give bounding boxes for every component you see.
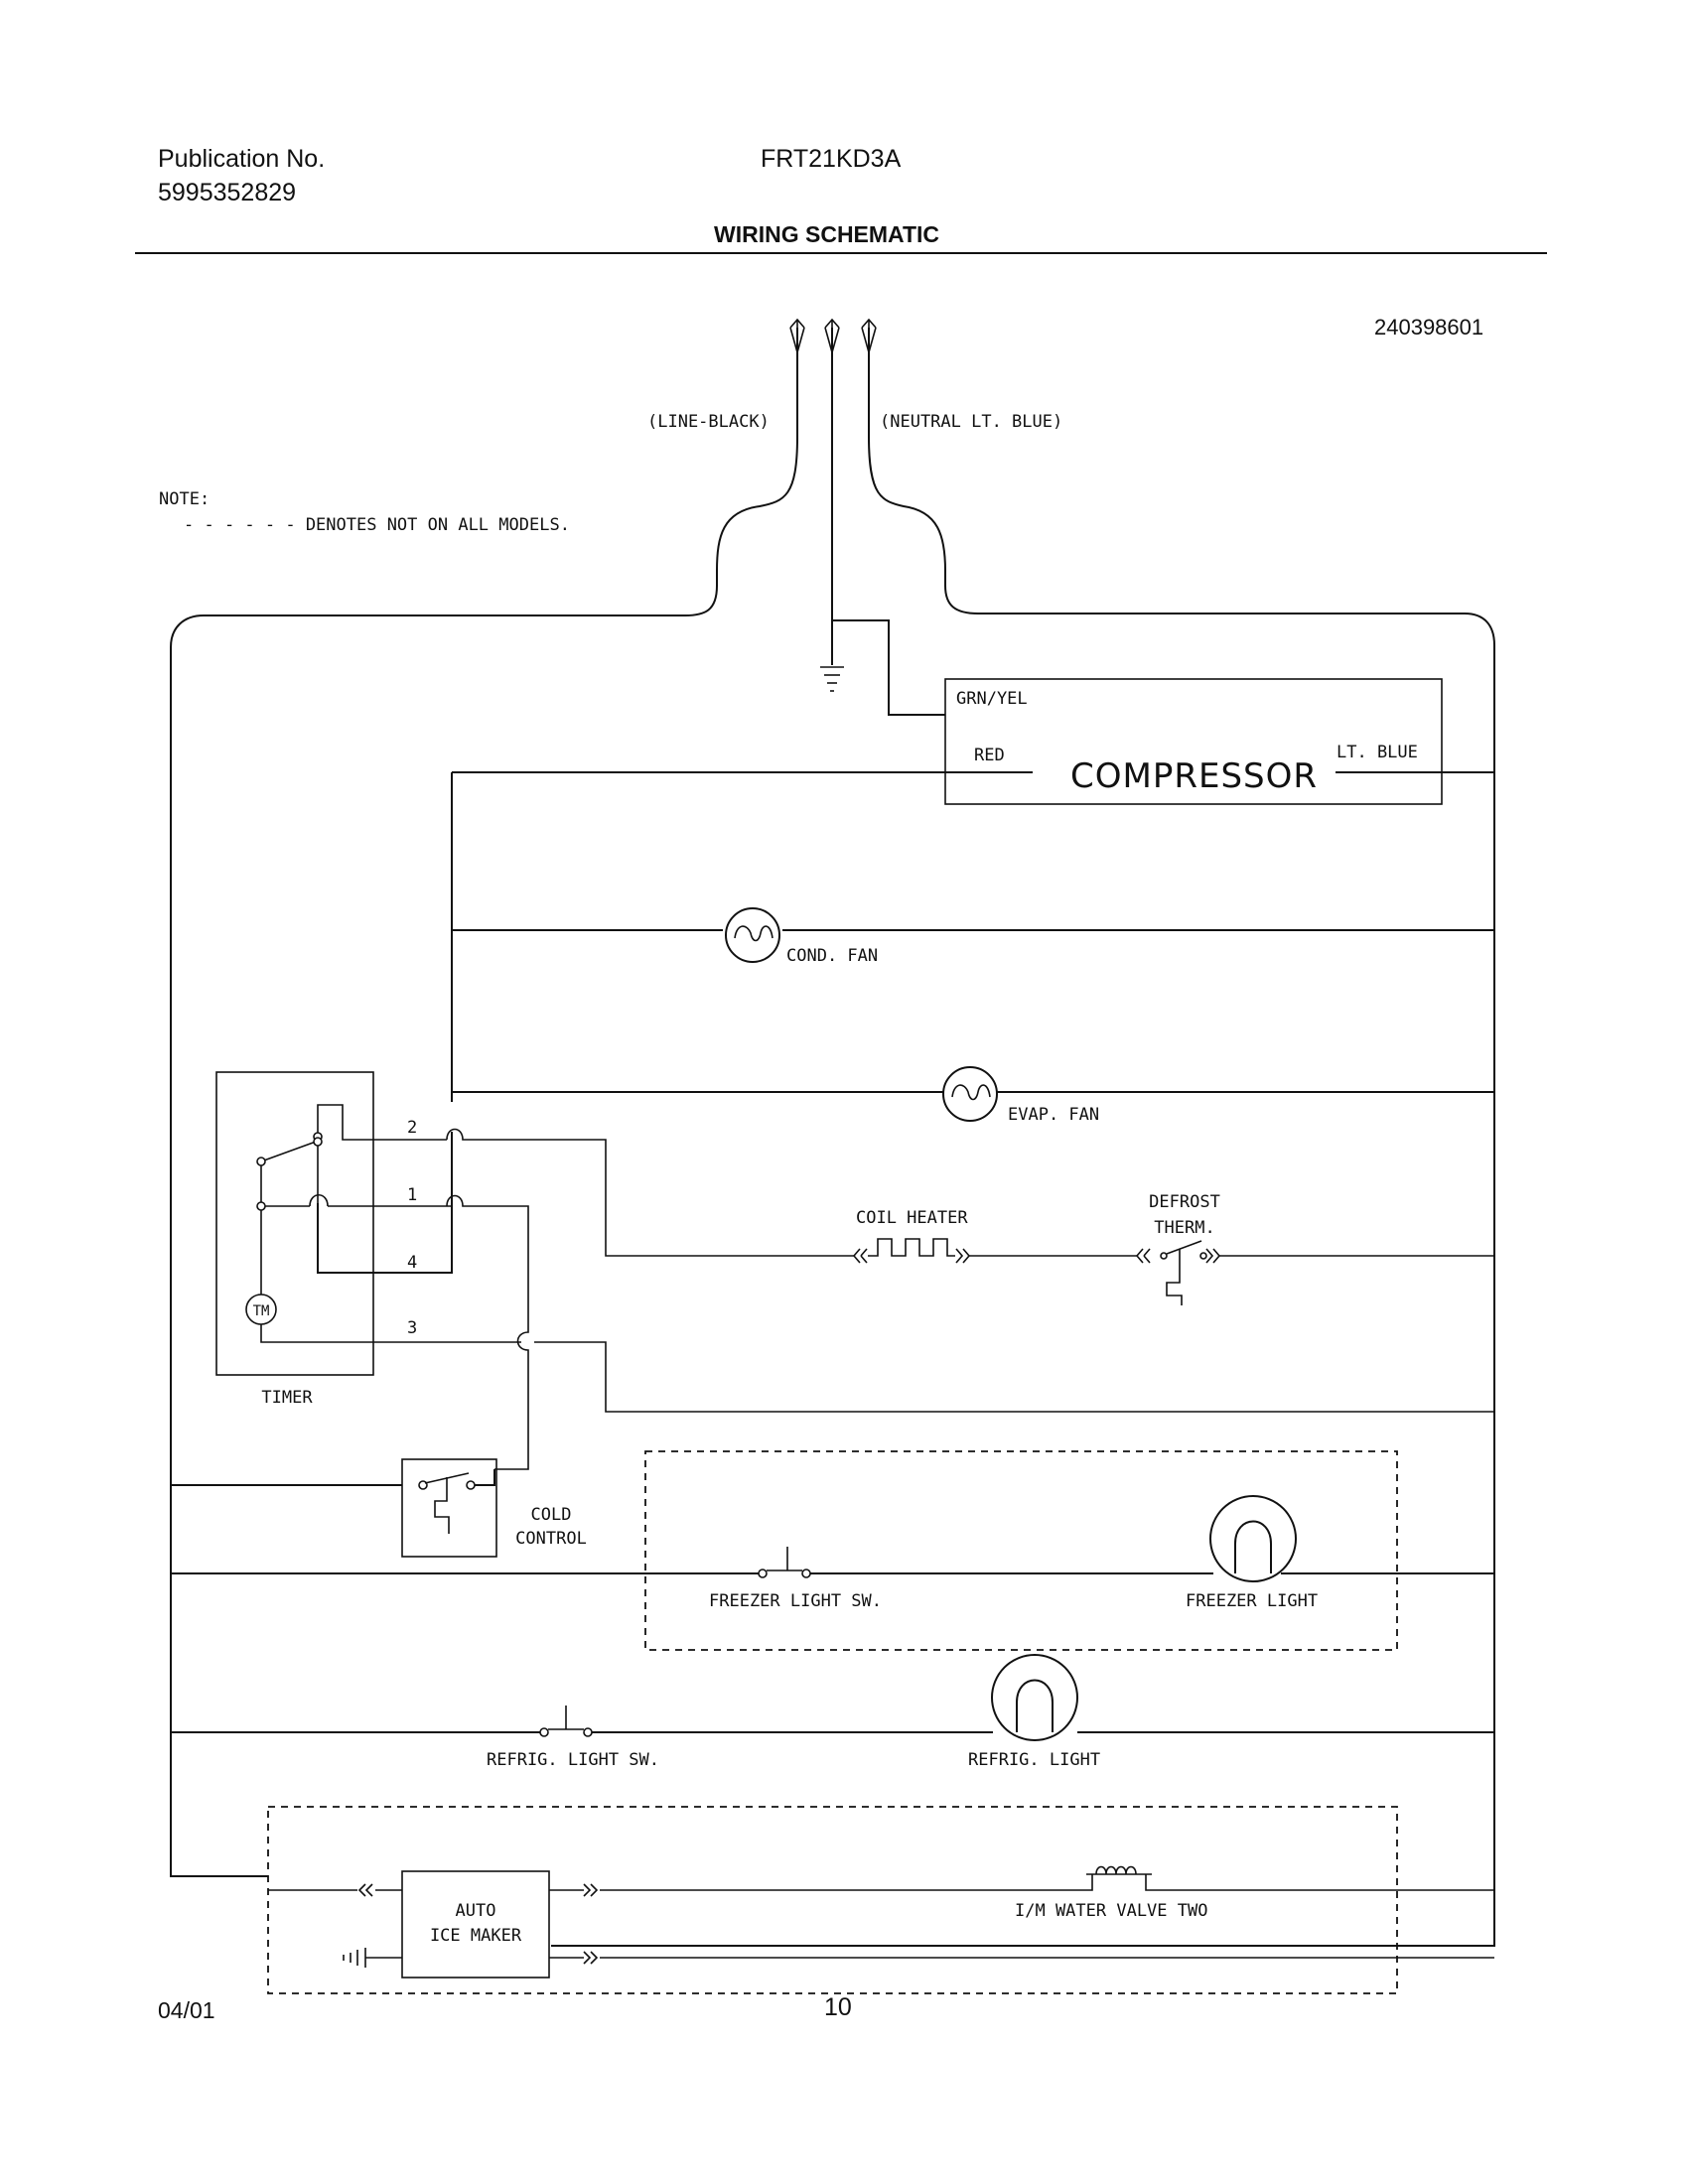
timer-motor-icon: TM — [245, 1294, 277, 1325]
grn-yel-label: GRN/YEL — [956, 689, 1028, 709]
timer-motor-label: TM — [253, 1303, 270, 1319]
freezer-light-label: FREEZER LIGHT — [1186, 1591, 1318, 1611]
freezer-light-optional-box — [644, 1450, 1398, 1651]
terminal-4: 4 — [407, 1253, 417, 1273]
cold-control-label-1: COLD — [531, 1505, 572, 1525]
refrig-light-switch-icon — [539, 1706, 593, 1737]
timer-label: TIMER — [261, 1388, 313, 1408]
model-number: FRT21KD3A — [761, 145, 902, 173]
freezer-light-icon — [1209, 1495, 1297, 1582]
power-cord — [170, 318, 1495, 1947]
auto-ice-maker-label-2: ICE MAKER — [430, 1926, 522, 1946]
coil-heater-label: COIL HEATER — [856, 1208, 968, 1228]
defrost-therm-label-1: DEFROST — [1149, 1192, 1220, 1212]
publication-number: 5995352829 — [158, 179, 297, 206]
terminal-3: 3 — [407, 1318, 417, 1338]
cond-fan-icon — [725, 907, 780, 963]
terminal-1: 1 — [407, 1185, 417, 1205]
water-valve-coil-icon — [1082, 1865, 1157, 1891]
cold-control-label-2: CONTROL — [515, 1529, 587, 1549]
compressor-box — [944, 678, 1443, 805]
cold-control-box — [401, 1458, 497, 1558]
freezer-light-switch-icon — [758, 1547, 811, 1578]
compressor-label: COMPRESSOR — [1070, 756, 1318, 796]
red-label: RED — [974, 746, 1005, 765]
terminal-2: 2 — [407, 1118, 417, 1138]
page-title: WIRING SCHEMATIC — [714, 221, 940, 247]
defrost-therm-label-2: THERM. — [1154, 1218, 1214, 1238]
publication-label: Publication No. — [158, 145, 326, 173]
ice-maker-optional-box — [267, 1806, 1398, 1994]
ground-icon — [820, 619, 945, 716]
water-valve-label: I/M WATER VALVE TWO — [1015, 1901, 1207, 1921]
auto-ice-maker-box — [401, 1870, 550, 1979]
evap-fan-label: EVAP. FAN — [1008, 1105, 1099, 1125]
coil-heater-icon — [853, 1238, 971, 1264]
neutral-lt-blue-label: (NEUTRAL LT. BLUE) — [880, 412, 1062, 432]
refrig-light-label: REFRIG. LIGHT — [968, 1750, 1100, 1770]
page-number: 10 — [824, 1993, 852, 2021]
note-text: - - - - - - DENOTES NOT ON ALL MODELS. — [184, 515, 570, 535]
cond-fan-label: COND. FAN — [786, 946, 878, 966]
evap-fan-icon — [942, 1066, 998, 1122]
refrig-light-sw-label: REFRIG. LIGHT SW. — [487, 1750, 659, 1770]
footer-date: 04/01 — [158, 1997, 215, 2023]
drawing-number: 240398601 — [1374, 315, 1484, 340]
line-black-label: (LINE-BLACK) — [647, 412, 770, 432]
refrig-light-icon — [991, 1654, 1078, 1741]
defrost-therm-icon — [1136, 1240, 1221, 1305]
ice-maker-ground-icon — [343, 1948, 402, 1968]
cold-control-icon — [418, 1472, 476, 1534]
timer-box — [215, 1071, 374, 1376]
lt-blue-label: LT. BLUE — [1336, 743, 1418, 762]
auto-ice-maker-label-1: AUTO — [456, 1901, 496, 1921]
header-rule — [135, 252, 1547, 254]
freezer-light-sw-label: FREEZER LIGHT SW. — [709, 1591, 882, 1611]
note-label: NOTE: — [159, 489, 210, 509]
